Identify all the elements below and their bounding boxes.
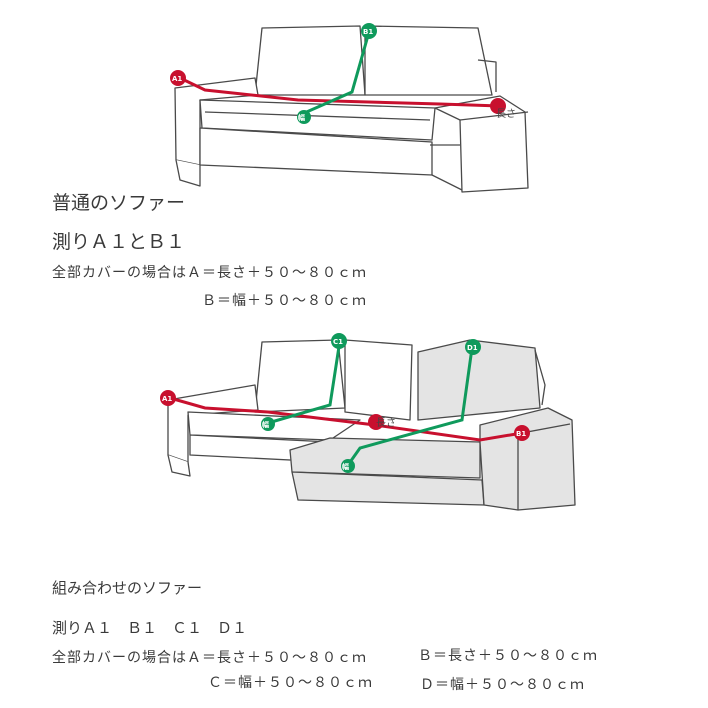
marker-b1-bottom bbox=[514, 425, 530, 441]
marker-d1 bbox=[465, 339, 481, 355]
top-markers: A1 B1 長さ 幅 bbox=[170, 23, 516, 124]
svg-text:長さ: 長さ bbox=[496, 108, 516, 120]
marker-length-mid bbox=[368, 414, 384, 430]
marker-c1 bbox=[331, 333, 347, 349]
marker-a1 bbox=[170, 70, 186, 86]
svg-text:幅: 幅 bbox=[262, 420, 269, 429]
svg-text:B1: B1 bbox=[516, 430, 526, 438]
marker-width-chaise bbox=[341, 459, 355, 473]
combo-sofa-title: 組み合わせのソファー bbox=[52, 579, 203, 597]
top-measure-lines bbox=[178, 30, 502, 116]
svg-text:幅: 幅 bbox=[298, 113, 305, 122]
combo-sofa-formula-a: 全部カバーの場合はＡ＝長さ＋５０～８０ｃｍ bbox=[52, 650, 367, 666]
svg-text:C1: C1 bbox=[333, 338, 343, 346]
svg-text:B1: B1 bbox=[363, 28, 373, 36]
regular-sofa-measure: 測りＡ１とＢ１ bbox=[52, 231, 186, 253]
marker-b1 bbox=[361, 23, 377, 39]
marker-width-left bbox=[261, 417, 275, 431]
bottom-markers: A1 C1 D1 B1 幅 長さ 幅 bbox=[160, 333, 530, 473]
svg-text:A1: A1 bbox=[162, 395, 172, 403]
regular-sofa-title: 普通のソファー bbox=[52, 192, 186, 214]
combo-sofa-formula-b: Ｂ＝長さ＋５０～８０ｃｍ bbox=[418, 648, 598, 664]
svg-text:幅: 幅 bbox=[342, 462, 349, 471]
combo-sofa-formula-d: Ｄ＝幅＋５０～８０ｃｍ bbox=[420, 677, 585, 693]
svg-text:D1: D1 bbox=[467, 344, 478, 352]
bottom-measure-lines bbox=[168, 338, 524, 467]
marker-a1-bottom bbox=[160, 390, 176, 406]
regular-sofa-formula-a: 全部カバーの場合はＡ＝長さ＋５０～８０ｃｍ bbox=[52, 265, 367, 281]
marker-length-end bbox=[490, 98, 506, 114]
marker-width-end bbox=[297, 110, 311, 124]
regular-sofa-formula-b: Ｂ＝幅＋５０～８０ｃｍ bbox=[202, 293, 367, 309]
combo-sofa-measure: 測りＡ１ Ｂ１ Ｃ１ Ｄ１ bbox=[52, 619, 248, 637]
combo-sofa-formula-c: Ｃ＝幅＋５０～８０ｃｍ bbox=[208, 675, 373, 691]
regular-sofa-illustration bbox=[174, 25, 529, 193]
svg-text:長さ: 長さ bbox=[376, 417, 396, 429]
svg-text:A1: A1 bbox=[172, 75, 182, 83]
